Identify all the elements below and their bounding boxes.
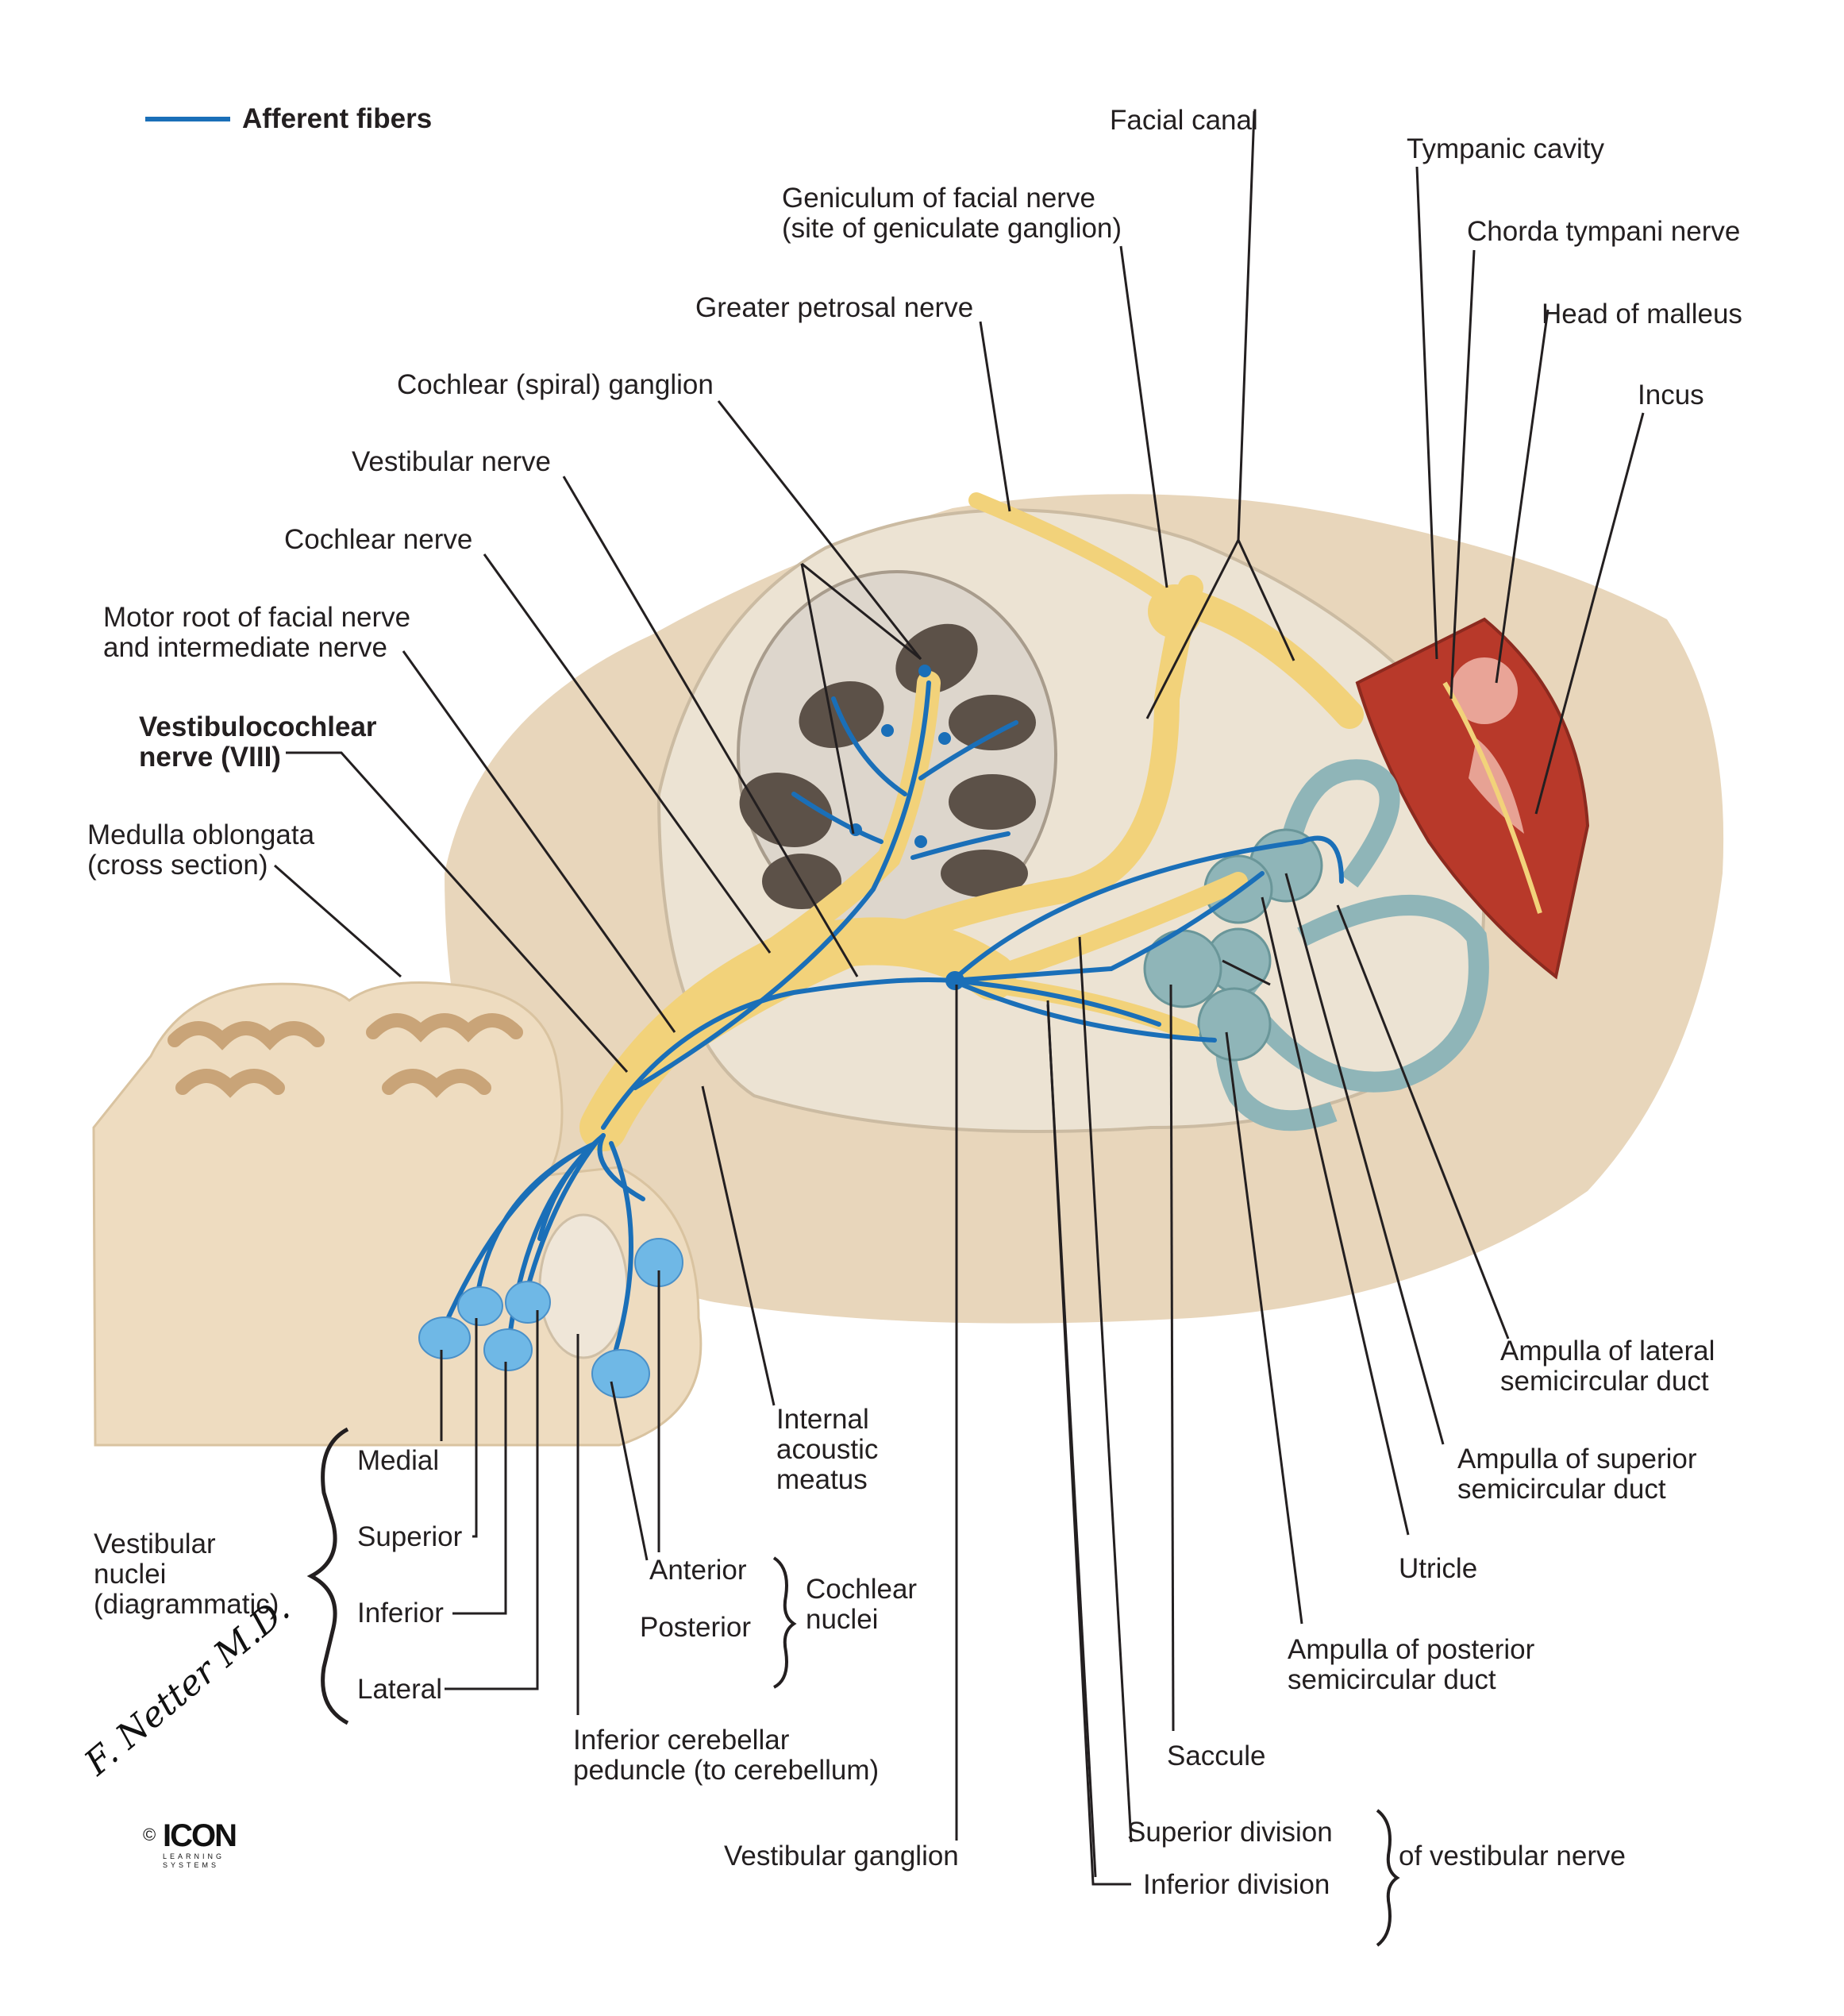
label-vestibulocochlear-1: Vestibulocochlear: [139, 711, 377, 742]
cochlear-ganglion-nodes: [849, 665, 951, 848]
facial-nerve: [678, 575, 1203, 1053]
brainstem-nuclei: [418, 1238, 683, 1398]
label-vestibular-nuclei-3: (diagrammatic): [94, 1589, 279, 1620]
label-ampulla-posterior-2: semicircular duct: [1288, 1664, 1496, 1695]
label-saccule: Saccule: [1167, 1740, 1266, 1771]
label-ampulla-superior-2: semicircular duct: [1457, 1474, 1666, 1505]
label-medulla-2: (cross section): [87, 850, 268, 881]
label-internal-acoustic-1: Internal: [776, 1404, 869, 1435]
label-anterior: Anterior: [649, 1555, 747, 1586]
leader-lines: [274, 110, 1645, 1886]
inferior-cerebellar-peduncle: [538, 1213, 629, 1359]
label-cochlear-nuclei-1: Cochlear: [806, 1574, 918, 1605]
olive-nucleus-right: [366, 1013, 523, 1098]
olive-nucleus-left: [167, 1021, 325, 1098]
label-cochlear-nerve: Cochlear nerve: [284, 524, 473, 555]
vestibulocochlear-nerve-trunk: [579, 917, 1016, 1151]
superior-division-vestibular: [983, 872, 1248, 986]
label-greater-petrosal: Greater petrosal nerve: [695, 292, 974, 323]
inferior-vestibular-nucleus: [483, 1328, 533, 1371]
label-vestibulocochlear-2: nerve (VIII): [139, 742, 281, 773]
medial-vestibular-nucleus: [418, 1316, 471, 1359]
label-facial-canal: Facial canal: [1110, 105, 1258, 136]
copyright-symbol: ©: [143, 1825, 156, 1844]
label-ampulla-lateral-2: semicircular duct: [1500, 1366, 1709, 1397]
label-ampulla-lateral-1: Ampulla of lateral: [1500, 1336, 1715, 1366]
label-vestibular-nerve: Vestibular nerve: [352, 446, 551, 477]
label-incus: Incus: [1638, 380, 1704, 411]
label-of-vestibular-nerve: of vestibular nerve: [1399, 1841, 1626, 1871]
chorda-tympani-nerve: [1442, 681, 1542, 914]
legend-afferent-label: Afferent fibers: [242, 103, 433, 134]
label-medulla-1: Medulla oblongata: [87, 819, 315, 850]
facial-canal-nerve: [1176, 589, 1364, 729]
label-chorda-tympani: Chorda tympani nerve: [1467, 216, 1741, 247]
cochlear-nuclei-brace: [772, 1556, 797, 1689]
afferent-fibers: [442, 680, 1344, 1368]
label-ampulla-superior-1: Ampulla of superior: [1457, 1444, 1697, 1474]
label-motor-root-1: Motor root of facial nerve: [103, 602, 411, 633]
label-inferior-cerebellar-1: Inferior cerebellar: [573, 1725, 790, 1756]
label-ampulla-posterior-1: Ampulla of posterior: [1288, 1634, 1535, 1665]
label-internal-acoustic-3: meatus: [776, 1464, 868, 1495]
label-cochlear-nuclei-2: nuclei: [806, 1604, 879, 1635]
lateral-vestibular-nucleus: [505, 1281, 551, 1324]
publisher-sub-line2: SYSTEMS: [163, 1861, 220, 1869]
vestibular-nuclei-brace: [306, 1427, 349, 1725]
vestibular-divisions-brace: [1376, 1809, 1400, 1947]
head-of-malleus: [1451, 657, 1518, 724]
ampulla-of-posterior-semicircular-duct: [1197, 987, 1272, 1062]
label-vestibular-ganglion: Vestibular ganglion: [724, 1841, 959, 1871]
label-posterior: Posterior: [640, 1612, 752, 1643]
label-superior: Superior: [357, 1521, 463, 1552]
label-superior-division: Superior division: [1127, 1817, 1333, 1848]
publisher-subtitle: LEARNING SYSTEMS: [163, 1852, 225, 1870]
posterior-cochlear-nucleus: [591, 1349, 650, 1398]
label-inferior-cerebellar-2: peduncle (to cerebellum): [573, 1755, 880, 1786]
label-medial: Medial: [357, 1445, 440, 1476]
label-cochlear-ganglion: Cochlear (spiral) ganglion: [397, 369, 714, 400]
cochlea: [737, 570, 1057, 939]
label-utricle: Utricle: [1399, 1553, 1478, 1584]
label-internal-acoustic-2: acoustic: [776, 1434, 879, 1465]
label-vestibular-nuclei-2: nuclei: [94, 1559, 167, 1590]
publisher-logo: ICON: [163, 1818, 237, 1853]
legend-afferent-swatch: [145, 117, 230, 121]
label-geniculum-2: (site of geniculate ganglion): [782, 213, 1122, 244]
label-motor-root-2: and intermediate nerve: [103, 632, 387, 663]
label-lateral: Lateral: [357, 1674, 443, 1705]
vestibular-ganglion-node: [945, 971, 964, 990]
label-head-of-malleus: Head of malleus: [1542, 299, 1742, 330]
label-vestibular-nuclei-1: Vestibular: [94, 1528, 216, 1559]
label-inferior: Inferior: [357, 1598, 444, 1629]
label-geniculum-1: Geniculum of facial nerve: [782, 183, 1095, 214]
publisher-sub-line1: LEARNING: [163, 1852, 225, 1860]
superior-vestibular-nucleus: [457, 1286, 503, 1326]
geniculate-ganglion: [1148, 584, 1202, 638]
label-tympanic-cavity: Tympanic cavity: [1407, 133, 1604, 164]
label-inferior-division: Inferior division: [1143, 1869, 1330, 1900]
